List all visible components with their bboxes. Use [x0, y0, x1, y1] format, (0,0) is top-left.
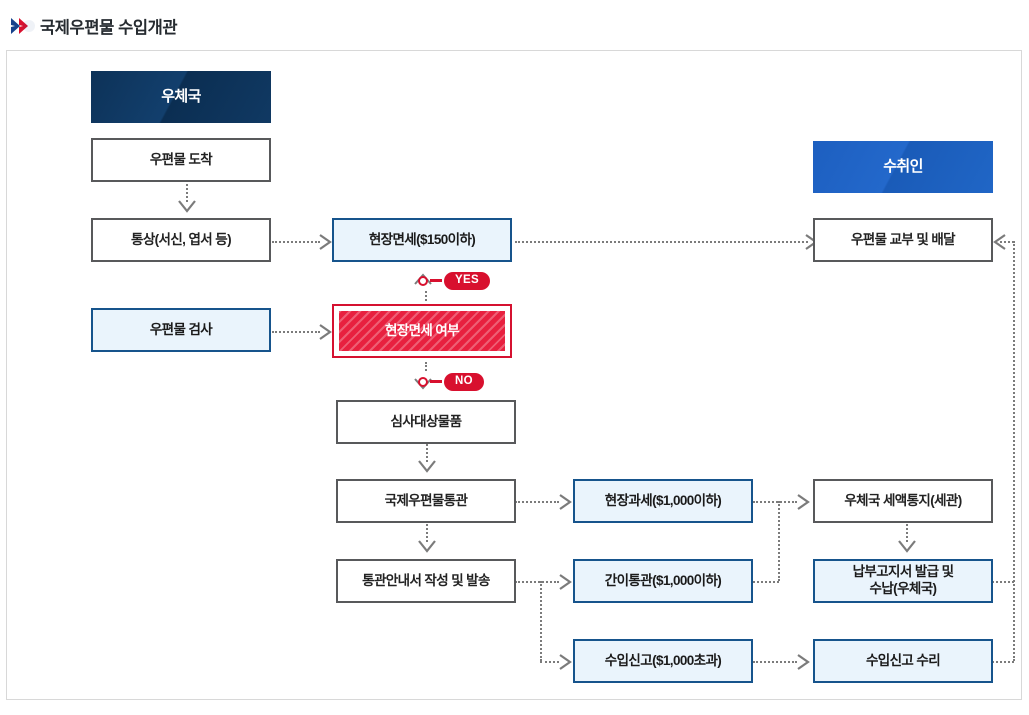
connector-h-dutyfree-to-delivery — [515, 241, 808, 243]
branch-label-yes: YES — [444, 271, 490, 291]
arrow-head-down-4 — [418, 540, 436, 553]
node-import-declaration[interactable]: 수입신고($1,000초과) — [573, 639, 753, 683]
arrow-head-down-1 — [178, 200, 196, 213]
connector-v-arrival-to-ordinary — [186, 184, 188, 202]
connector-v-yes-tail — [425, 291, 427, 301]
section-header-recipient: 수취인 — [813, 141, 993, 193]
arrow-head-left-1 — [993, 234, 1006, 250]
arrow-head-right-8 — [797, 654, 810, 670]
connector-h-clearance-to-onsite-tax — [515, 501, 559, 503]
arrow-head-right-7 — [797, 494, 810, 510]
connector-v-review-to-clearance — [426, 444, 428, 462]
arrow-head-down-3 — [418, 460, 436, 473]
branch-marker-yes-icon — [413, 271, 433, 291]
branch-marker-no-icon — [413, 372, 433, 392]
connector-h-decl-to-accept — [753, 661, 797, 663]
arrow-head-right-1 — [319, 234, 332, 250]
connector-v-taxnotice-to-payment — [906, 524, 908, 542]
node-onsite-taxation[interactable]: 현장과세($1,000이하) — [573, 479, 753, 523]
connector-h-ordinary-to-duty-free — [272, 241, 320, 243]
arrow-head-right-6 — [559, 654, 572, 670]
connector-v-no-head — [425, 362, 427, 371]
arrow-head-right-2 — [319, 324, 332, 340]
connector-v-clearance-to-notice — [426, 524, 428, 542]
arrow-head-right-4 — [559, 494, 572, 510]
connector-h-onsite-to-tax-notice — [753, 501, 797, 503]
flowchart-canvas: 우체국 우편물 도착 통상(서신, 엽서 등) 우편물 검사 현장면세($150… — [6, 50, 1022, 700]
branch-yes: YES — [413, 270, 490, 292]
branch-label-no: NO — [444, 372, 484, 392]
section-header-post-office: 우체국 — [91, 71, 271, 123]
connector-v-return-path — [1013, 241, 1015, 661]
node-mail-arrival[interactable]: 우편물 도착 — [91, 138, 271, 182]
node-mail-inspection[interactable]: 우편물 검사 — [91, 308, 271, 352]
connector-v-notice-branch — [540, 581, 542, 661]
page-title: 국제우편물 수입개관 — [40, 19, 178, 37]
connector-h-simple-merge — [753, 581, 779, 583]
connector-v-simple-merge — [778, 501, 780, 581]
node-tax-amount-notice[interactable]: 우체국 세액통지(세관) — [813, 479, 993, 523]
node-payment-notice-issue[interactable]: 납부고지서 발급 및 수납(우체국) — [813, 559, 993, 603]
connector-h-notice-to-simple — [515, 581, 559, 583]
node-import-declaration-accepted[interactable]: 수입신고 수리 — [813, 639, 993, 683]
connector-h-notice-to-import-decl — [540, 661, 559, 663]
node-duty-free-decision[interactable]: 현장면세 여부 — [332, 304, 512, 358]
node-intl-mail-clearance[interactable]: 국제우편물통관 — [336, 479, 516, 523]
connector-h-payment-to-return — [992, 581, 1014, 583]
double-chevron-right-icon — [10, 17, 36, 35]
node-review-target-goods[interactable]: 심사대상물품 — [336, 400, 516, 444]
connector-h-accept-to-return — [992, 661, 1014, 663]
arrow-head-right-5 — [559, 574, 572, 590]
branch-no: NO — [413, 371, 484, 393]
node-simple-clearance[interactable]: 간이통관($1,000이하) — [573, 559, 753, 603]
connector-h-return-to-delivery — [1000, 241, 1014, 243]
page-header: 국제우편물 수입개관 — [0, 0, 1029, 50]
node-ordinary-mail[interactable]: 통상(서신, 엽서 등) — [91, 218, 271, 262]
node-clearance-notice-dispatch[interactable]: 통관안내서 작성 및 발송 — [336, 559, 516, 603]
node-onsite-duty-free[interactable]: 현장면세($150이하) — [332, 218, 512, 262]
node-mail-delivery[interactable]: 우편물 교부 및 배달 — [813, 218, 993, 262]
arrow-head-down-5 — [898, 540, 916, 553]
connector-h-inspection-to-decision — [272, 331, 320, 333]
node-duty-free-decision-label: 현장면세 여부 — [339, 311, 505, 351]
